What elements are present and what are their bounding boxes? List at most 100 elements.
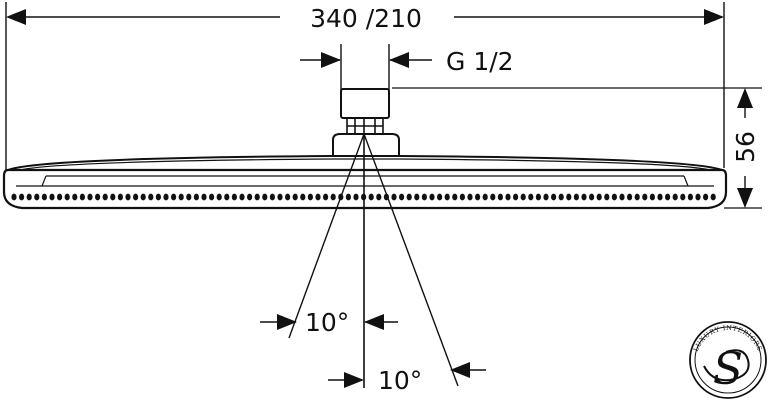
nozzle <box>110 193 116 201</box>
nozzle <box>596 193 602 201</box>
nozzle <box>95 193 101 201</box>
nozzle <box>627 193 633 201</box>
nozzle <box>467 193 473 201</box>
nozzle <box>285 193 291 201</box>
nozzle <box>247 193 253 201</box>
logo-monogram-swash <box>703 349 750 382</box>
nozzle <box>117 193 123 201</box>
nozzle <box>57 193 63 201</box>
nozzle <box>11 193 17 201</box>
nozzle <box>710 193 716 201</box>
nozzle <box>345 193 351 201</box>
nozzle <box>551 193 557 201</box>
nozzle <box>34 193 40 201</box>
nozzle <box>186 193 192 201</box>
nozzle <box>368 193 374 201</box>
angle-dimension-top: 10° <box>260 308 398 337</box>
height-dimension: 56 <box>392 87 762 209</box>
nozzle <box>414 193 420 201</box>
nozzle <box>201 193 207 201</box>
nozzle <box>193 193 199 201</box>
nozzle <box>254 193 260 201</box>
nozzle <box>72 193 78 201</box>
nozzle <box>330 193 336 201</box>
nozzle <box>125 193 131 201</box>
nozzle <box>277 193 283 201</box>
nozzle <box>604 193 610 201</box>
nozzle <box>490 193 496 201</box>
angle-label-top: 10° <box>305 308 349 337</box>
nozzle <box>459 193 465 201</box>
nozzle <box>231 193 237 201</box>
nozzle <box>421 193 427 201</box>
nozzle <box>452 193 458 201</box>
nozzle <box>224 193 230 201</box>
nozzle <box>437 193 443 201</box>
nozzle <box>619 193 625 201</box>
nozzle <box>376 193 382 201</box>
nozzle <box>695 193 701 201</box>
nozzle <box>406 193 412 201</box>
logo-monogram: S <box>713 344 743 395</box>
nozzle <box>292 193 298 201</box>
nozzle <box>497 193 503 201</box>
width-dimension: 340 /210 <box>5 2 725 170</box>
nozzle <box>513 193 519 201</box>
nozzle <box>133 193 139 201</box>
nozzle <box>566 193 572 201</box>
nozzle <box>87 193 93 201</box>
nozzle <box>672 193 678 201</box>
nozzle <box>520 193 526 201</box>
luxury-interiors-logo: LUXURY INTERIORS S <box>689 321 767 399</box>
nozzle <box>589 193 595 201</box>
nozzle <box>573 193 580 201</box>
nozzle <box>140 193 146 201</box>
nozzle <box>19 193 25 201</box>
nozzle <box>399 193 405 201</box>
nozzle <box>64 193 70 201</box>
nozzle <box>155 193 161 201</box>
nozzle <box>171 193 177 201</box>
nozzle <box>41 193 48 201</box>
nozzle <box>353 193 359 201</box>
nozzle <box>649 193 656 201</box>
nozzle <box>300 193 306 201</box>
nozzle <box>634 193 640 201</box>
nozzle <box>102 193 108 201</box>
height-label: 56 <box>731 131 760 163</box>
nozzle <box>581 193 587 201</box>
nozzle <box>642 193 648 201</box>
nozzle <box>79 193 85 201</box>
nozzle <box>178 193 184 201</box>
nozzle <box>49 193 55 201</box>
nozzle <box>26 193 32 201</box>
nozzle <box>444 193 450 201</box>
nozzle <box>269 193 275 201</box>
nozzle <box>148 193 154 201</box>
nozzle <box>528 193 534 201</box>
swivel-angle-lines <box>288 118 459 388</box>
nozzle <box>680 193 686 201</box>
nozzle <box>163 193 169 201</box>
shower-head <box>2 88 728 210</box>
nozzle <box>307 193 313 201</box>
nozzle <box>323 193 329 201</box>
nozzle <box>505 193 511 201</box>
nozzle <box>611 193 618 201</box>
nozzle <box>239 193 245 201</box>
nozzle <box>482 193 488 201</box>
nozzle <box>216 193 222 201</box>
nozzle <box>535 193 542 201</box>
nozzle <box>315 193 321 201</box>
nozzle <box>558 193 564 201</box>
nozzle <box>703 193 709 201</box>
nozzle <box>429 193 435 201</box>
connection-dimension: G 1/2 <box>300 44 514 90</box>
connection-label: G 1/2 <box>446 47 514 76</box>
angle-dimension-bottom: 10° <box>328 362 486 395</box>
nozzle <box>657 193 663 201</box>
width-label: 340 /210 <box>310 4 422 33</box>
nozzle <box>543 193 549 201</box>
nozzle <box>209 193 215 201</box>
